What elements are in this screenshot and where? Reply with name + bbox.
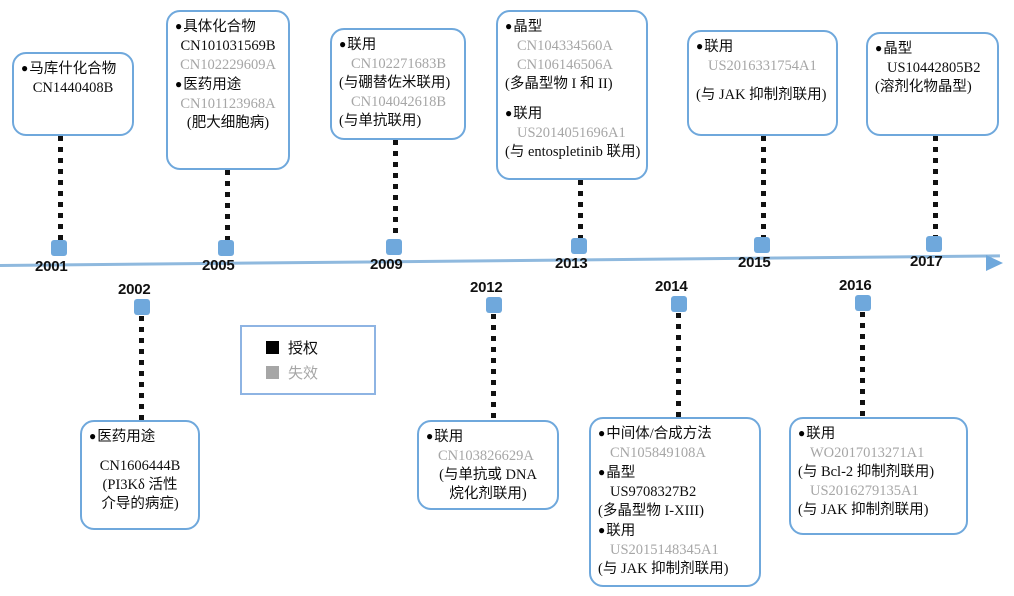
marker-2001 — [51, 240, 67, 256]
legend-label-granted: 授权 — [288, 341, 319, 357]
patent-line: 联用 — [598, 521, 752, 541]
connector-2016 — [860, 312, 865, 417]
patent-line: 联用 — [505, 104, 639, 124]
year-label-2005: 2005 — [202, 257, 235, 274]
legend: 授权 失效 — [240, 325, 376, 395]
patent-line: (与 JAK 抑制剂联用) — [798, 502, 929, 518]
patent-line: US10442805B2 — [887, 60, 981, 76]
legend-label-expired: 失效 — [288, 366, 319, 382]
marker-2009 — [386, 239, 402, 255]
year-label-2014: 2014 — [655, 278, 688, 295]
line-spacer — [89, 447, 191, 457]
patent-line: CN104334560A — [517, 38, 613, 54]
patent-line: 联用 — [696, 37, 829, 57]
patent-line: CN103826629A — [438, 448, 534, 464]
patent-line: 晶型 — [875, 39, 990, 59]
patent-line: (与单抗联用) — [339, 113, 422, 129]
patent-line: 联用 — [339, 35, 457, 55]
connector-2002 — [139, 316, 144, 420]
patent-line: CN102229609A — [180, 57, 276, 73]
patent-line: (与 JAK 抑制剂联用) — [598, 561, 729, 577]
line-spacer — [696, 76, 829, 86]
patent-line: 马库什化合物 — [21, 59, 125, 79]
legend-row-expired: 失效 — [266, 362, 350, 383]
patent-line: 联用 — [426, 427, 550, 447]
patent-line: CN104042618B — [351, 94, 447, 110]
patent-line: CN101031569B — [180, 38, 276, 54]
year-label-2015: 2015 — [738, 254, 771, 271]
patent-line: CN1606444B — [99, 458, 181, 474]
patent-line: 具体化合物 — [175, 17, 281, 37]
patent-line: (肥大细胞病) — [186, 115, 270, 131]
year-label-2012: 2012 — [470, 279, 503, 296]
patent-line: 中间体/合成方法 — [598, 424, 752, 444]
marker-2002 — [134, 299, 150, 315]
year-label-2017: 2017 — [910, 253, 943, 270]
patent-line: US2016279135A1 — [810, 483, 919, 499]
patent-line: WO2017013271A1 — [810, 445, 925, 461]
year-label-2001: 2001 — [35, 258, 68, 275]
year-label-2016: 2016 — [839, 277, 872, 294]
patent-line: CN105849108A — [610, 445, 706, 461]
timeline-axis-line — [0, 254, 1000, 267]
patent-line: CN106146506A — [517, 57, 613, 73]
patent-line: (与 JAK 抑制剂联用) — [696, 87, 827, 103]
legend-row-granted: 授权 — [266, 337, 350, 358]
patent-line: (与硼替佐米联用) — [339, 75, 451, 91]
connector-2013 — [578, 180, 583, 240]
marker-2016 — [855, 295, 871, 311]
patent-line: CN102271683B — [351, 56, 447, 72]
marker-2012 — [486, 297, 502, 313]
marker-2017 — [926, 236, 942, 252]
patent-line: CN1440408B — [32, 80, 114, 96]
patent-line: US2015148345A1 — [610, 542, 719, 558]
timeline-axis-arrow-icon — [986, 255, 1003, 271]
patent-line: 晶型 — [598, 463, 752, 483]
connector-2001 — [58, 136, 63, 240]
patent-line: 医药用途 — [175, 75, 281, 95]
patent-line: US9708327B2 — [610, 484, 697, 500]
connector-2012 — [491, 314, 496, 420]
patent-line: (多晶型物 I-XIII) — [598, 503, 704, 519]
patent-line: 晶型 — [505, 17, 639, 37]
year-label-2009: 2009 — [370, 256, 403, 273]
line-spacer — [505, 94, 639, 104]
patent-line: (与 Bcl-2 抑制剂联用) — [798, 464, 935, 480]
patent-line: (与单抗或 DNA — [439, 467, 537, 483]
connector-2017 — [933, 136, 938, 240]
patent-line: (溶剂化物晶型) — [875, 79, 972, 95]
patent-line: 联用 — [798, 424, 959, 444]
marker-2014 — [671, 296, 687, 312]
marker-2005 — [218, 240, 234, 256]
marker-2015 — [754, 237, 770, 253]
patent-line: CN101123968A — [180, 96, 276, 112]
connector-2009 — [393, 140, 398, 240]
connector-2014 — [676, 313, 681, 417]
patent-line: 医药用途 — [89, 427, 191, 447]
connector-2015 — [761, 136, 766, 240]
expired-swatch-icon — [266, 366, 279, 379]
marker-2013 — [571, 238, 587, 254]
patent-line: (与 entospletinib 联用) — [505, 144, 641, 160]
patent-line: 烷化剂联用) — [449, 486, 527, 502]
year-label-2002: 2002 — [118, 281, 151, 298]
granted-swatch-icon — [266, 341, 279, 354]
connector-2005 — [225, 170, 230, 240]
year-label-2013: 2013 — [555, 255, 588, 272]
patent-line: (多晶型物 I 和 II) — [505, 76, 613, 92]
patent-line: US2014051696A1 — [517, 125, 626, 141]
patent-line: (PI3Kδ 活性 — [102, 477, 178, 493]
patent-line: US2016331754A1 — [708, 58, 817, 74]
patent-line: 介导的病症) — [101, 496, 179, 512]
